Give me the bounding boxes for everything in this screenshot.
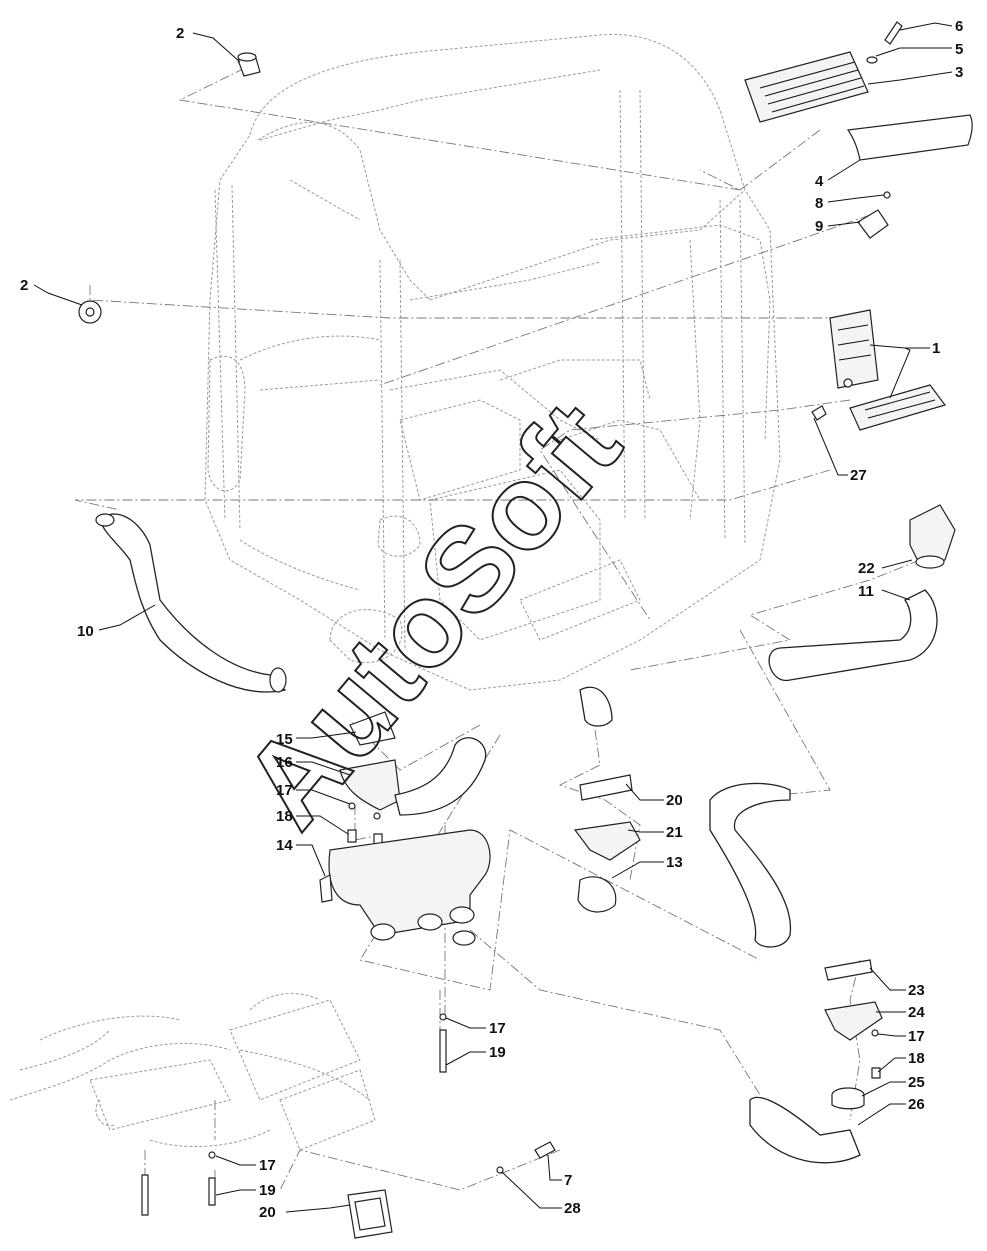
callout-label-26: 26	[908, 1096, 925, 1113]
callout-label-21: 21	[666, 824, 683, 841]
part-half-shell	[846, 114, 973, 161]
callout-label-27: 27	[850, 467, 867, 484]
callout-label-28: 28	[564, 1200, 581, 1217]
part-plug-upper	[237, 52, 261, 77]
callout-label-2: 2	[20, 277, 28, 294]
callout-label-9: 9	[815, 218, 823, 235]
callout-label-8: 8	[815, 195, 823, 212]
part-screw-and-washer	[866, 21, 903, 64]
part-plate-and-elbow	[339, 711, 487, 816]
callout-label-2: 2	[176, 25, 184, 42]
callout-label-10: 10	[77, 623, 94, 640]
part-gasket-bottom	[347, 1189, 393, 1239]
part-filter-cover	[744, 51, 869, 123]
callout-label-24: 24	[908, 1004, 925, 1021]
callout-label-17: 17	[276, 782, 293, 799]
callout-label-18: 18	[276, 808, 293, 825]
part-plug-round	[78, 300, 102, 324]
part-manifold	[319, 829, 491, 946]
callout-label-19: 19	[259, 1182, 276, 1199]
callout-label-16: 16	[276, 754, 293, 771]
callout-label-13: 13	[666, 854, 683, 871]
leader-lines	[33, 22, 953, 1213]
callout-label-14: 14	[276, 837, 293, 854]
lower-duct-assembly-ghost	[9, 992, 376, 1151]
callout-label-6: 6	[955, 18, 963, 35]
part-clip	[857, 191, 891, 239]
part-right-bottom-stack	[749, 959, 883, 1164]
part-nozzle	[909, 504, 956, 569]
part-hose-10	[95, 513, 287, 693]
callout-label-11: 11	[858, 583, 874, 600]
callout-label-22: 22	[858, 560, 875, 577]
callout-label-17: 17	[908, 1028, 925, 1045]
callout-label-1: 1	[932, 340, 940, 357]
callout-label-19: 19	[489, 1044, 506, 1061]
callout-label-7: 7	[564, 1172, 572, 1189]
callout-label-15: 15	[276, 731, 293, 748]
callout-label-3: 3	[955, 64, 963, 81]
callout-label-4: 4	[815, 173, 824, 190]
callout-label-20: 20	[666, 792, 683, 809]
callout-label-18: 18	[908, 1050, 925, 1067]
callout-labels: 2 2 6 5 3 4 8 9 1 27 22 11 10 15 16 17 1…	[20, 18, 963, 1221]
part-screw-27	[811, 405, 827, 421]
part-air-vents	[829, 309, 946, 431]
part-hose-center	[709, 782, 792, 948]
part-connector-stack	[573, 686, 641, 913]
callout-label-17: 17	[489, 1020, 506, 1037]
cab-frame-ghost	[204, 33, 781, 691]
callout-label-20: 20	[259, 1204, 276, 1221]
callout-label-25: 25	[908, 1074, 925, 1091]
callout-label-23: 23	[908, 982, 925, 999]
part-fasteners-lower	[141, 1013, 556, 1216]
part-hose-11	[768, 589, 938, 681]
callout-label-17: 17	[259, 1157, 276, 1174]
callout-label-5: 5	[955, 41, 963, 58]
